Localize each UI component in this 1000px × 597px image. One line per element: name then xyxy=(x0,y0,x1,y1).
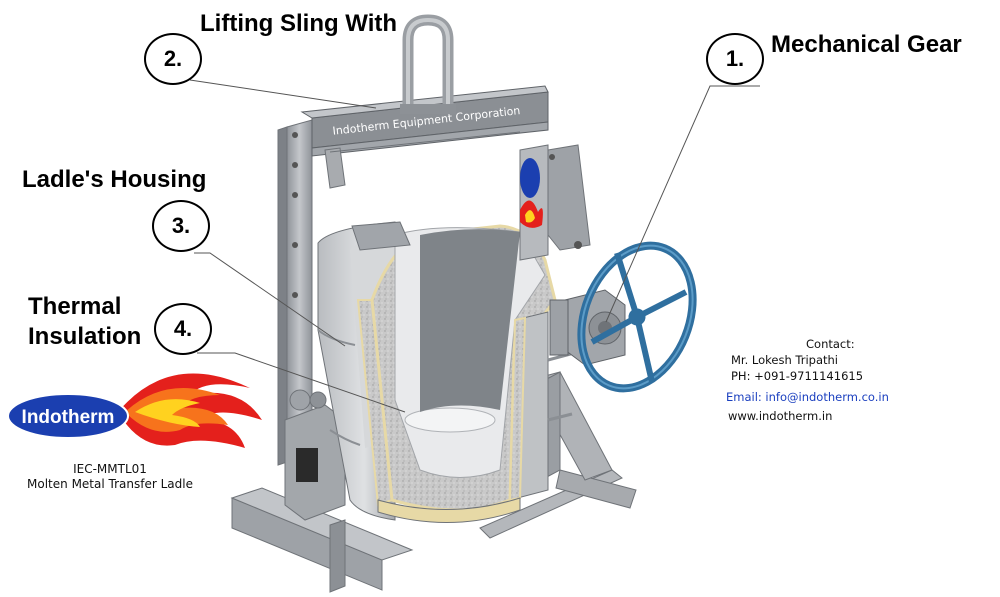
logo-flame-inner xyxy=(135,399,200,427)
top-cross-beam: Indotherm Equipment Corporation xyxy=(300,85,549,189)
contact-phone: PH: +091-9711141615 xyxy=(731,369,864,383)
contact-person: Mr. Lokesh Tripathi xyxy=(731,353,839,367)
contact-email-link[interactable]: Email: info@indotherm.co.in xyxy=(726,390,889,404)
left-bearing-block xyxy=(284,389,346,521)
leader-line-1 xyxy=(605,85,760,323)
handwheel xyxy=(577,241,697,393)
model-code: IEC-MMTL01 xyxy=(73,462,147,476)
indotherm-logo: Indotherm xyxy=(7,373,262,448)
left-upright-post xyxy=(277,119,313,466)
logo-oval xyxy=(7,393,129,439)
leader-line-4 xyxy=(197,352,406,413)
right-support-leg xyxy=(529,371,613,481)
thermal-insulation-label-line1: Thermal xyxy=(28,293,122,320)
base-skid xyxy=(230,469,637,593)
callout-4-thermal-insulation: 4. xyxy=(154,303,212,355)
plate-logo-badge xyxy=(520,158,543,228)
leader-line-2 xyxy=(189,79,377,109)
leader-line-3 xyxy=(194,252,346,347)
ladle-housing-label: Ladle's Housing xyxy=(22,166,207,193)
callout-2-lifting-sling: 2. xyxy=(144,33,202,85)
contact-website-link[interactable]: www.indotherm.in xyxy=(728,409,833,423)
callout-1-mechanical-gear: 1. xyxy=(706,33,764,85)
callout-3-ladle-housing: 3. xyxy=(152,200,210,252)
thermal-insulation-label-line2: Insulation xyxy=(28,323,142,350)
logo-brand-text: Indotherm xyxy=(22,407,115,428)
ladle-body xyxy=(317,221,579,524)
contact-heading: Contact: xyxy=(806,337,855,351)
product-caption: IEC-MMTL01 Molten Metal Transfer Ladle xyxy=(20,462,200,492)
right-gear-plate xyxy=(519,144,591,261)
product-name: Molten Metal Transfer Ladle xyxy=(27,477,193,491)
mechanical-gear-label: Mechanical Gear xyxy=(771,31,962,58)
lifting-sling xyxy=(400,14,456,114)
lifting-sling-label: Lifting Sling With xyxy=(200,10,398,37)
leader-lines xyxy=(189,79,760,413)
